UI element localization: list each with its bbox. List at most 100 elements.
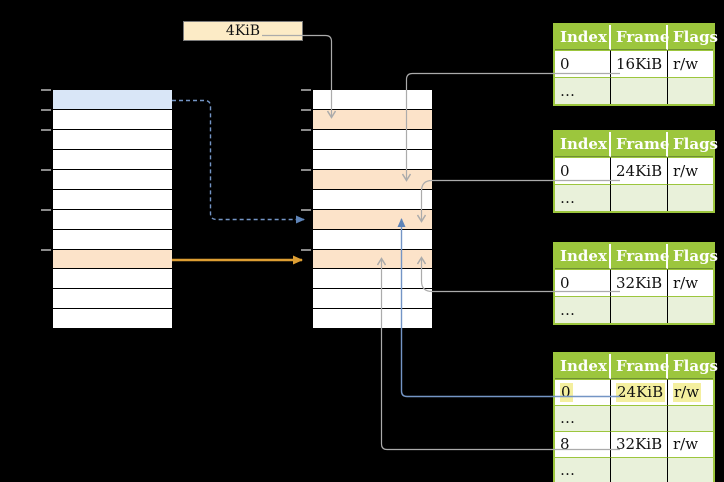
left-column-cell-9 xyxy=(53,269,172,290)
column-header-flags: Flags xyxy=(668,132,718,157)
frame-cell: 24KiB xyxy=(611,379,668,405)
left-column-cell-11 xyxy=(53,309,172,330)
address-tick xyxy=(41,208,51,211)
column-header-frame: Frame xyxy=(611,25,669,50)
index-cell: … xyxy=(555,405,611,431)
column-header-flags: Flags xyxy=(668,354,718,379)
table-header-row: Index Frame Flags xyxy=(555,244,718,269)
table-row: 0 32KiB r/w xyxy=(555,269,713,296)
frame-cell: 24KiB xyxy=(611,157,668,184)
column-header-index: Index xyxy=(555,132,611,157)
table-row-ellipsis: … xyxy=(555,296,713,323)
table-row-ellipsis: … xyxy=(555,77,713,104)
left-column-cell-7 xyxy=(53,229,172,250)
highlighted-value: 0 xyxy=(560,383,573,402)
flags-cell: r/w xyxy=(668,157,713,184)
table-header-row: Index Frame Flags xyxy=(555,354,718,379)
left-column-cell-0 xyxy=(53,90,172,110)
table-row-ellipsis: … xyxy=(555,405,713,431)
highlighted-value: 24KiB xyxy=(616,383,666,402)
highlighted-value: r/w xyxy=(673,383,702,402)
left-column-cell-6 xyxy=(53,209,172,230)
frame-cell: 16KiB xyxy=(611,50,668,77)
column-header-index: Index xyxy=(555,354,611,379)
flags-cell xyxy=(668,77,713,104)
size-label-text: 4KiB xyxy=(225,23,261,39)
address-tick xyxy=(41,168,51,171)
table-header-row: Index Frame Flags xyxy=(555,132,718,157)
flags-cell: r/w xyxy=(668,269,713,296)
left-column-cell-10 xyxy=(53,289,172,310)
address-tick xyxy=(301,248,311,251)
address-tick xyxy=(301,168,311,171)
table-row: 0 24KiB r/w xyxy=(555,157,713,184)
column-header-index: Index xyxy=(555,244,611,269)
left-column-cell-8 xyxy=(53,249,172,270)
index-cell: 0 xyxy=(555,269,611,296)
column-header-flags: Flags xyxy=(668,244,718,269)
flags-cell: r/w xyxy=(668,431,713,457)
address-tick xyxy=(41,108,51,111)
frame-cell xyxy=(611,457,668,482)
address-tick xyxy=(301,108,311,111)
middle-column-cell-10 xyxy=(313,289,432,310)
address-tick xyxy=(41,128,51,131)
table-row-ellipsis: … xyxy=(555,457,713,482)
index-cell: 0 xyxy=(555,157,611,184)
table-row-ellipsis: … xyxy=(555,184,713,211)
left-column-cell-4 xyxy=(53,169,172,190)
index-cell: 0 xyxy=(555,379,611,405)
middle-column-cell-1 xyxy=(313,109,432,130)
frame-cell xyxy=(611,184,668,211)
page-table-2: Index Frame Flags 0 24KiB r/w … xyxy=(553,130,718,213)
left-memory-column xyxy=(41,89,172,330)
flags-cell xyxy=(668,457,713,482)
frame-cell xyxy=(611,405,668,431)
size-label-box: 4KiB xyxy=(183,21,303,41)
column-header-index: Index xyxy=(555,25,611,50)
left-column-cell-3 xyxy=(53,149,172,170)
flags-cell: r/w xyxy=(668,379,713,405)
left-column-cell-1 xyxy=(53,109,172,130)
index-cell: … xyxy=(555,77,611,104)
flags-cell xyxy=(668,405,713,431)
index-cell: … xyxy=(555,296,611,323)
middle-column-cell-5 xyxy=(313,189,432,210)
index-cell: 8 xyxy=(555,431,611,457)
flags-cell xyxy=(668,184,713,211)
index-cell: 0 xyxy=(555,50,611,77)
middle-column-cell-6 xyxy=(313,209,432,230)
page-table-4: Index Frame Flags 0 24KiB r/w … 8 32KiB … xyxy=(553,352,718,482)
arrow-virtual-page-to-frame-24kib xyxy=(172,99,305,224)
address-tick xyxy=(301,128,311,131)
left-column-cell-2 xyxy=(53,129,172,150)
page-table-3: Index Frame Flags 0 32KiB r/w … xyxy=(553,242,718,325)
frame-cell: 32KiB xyxy=(611,269,668,296)
frame-cell xyxy=(611,77,668,104)
column-header-frame: Frame xyxy=(611,244,669,269)
middle-column-cell-0 xyxy=(313,90,432,110)
table-row-highlighted: 0 24KiB r/w xyxy=(555,379,713,405)
middle-column-cell-11 xyxy=(313,309,432,330)
middle-column-cell-9 xyxy=(313,269,432,290)
table-header-row: Index Frame Flags xyxy=(555,25,718,50)
address-tick xyxy=(41,89,51,91)
middle-column-cell-3 xyxy=(313,149,432,170)
frame-cell: 32KiB xyxy=(611,431,668,457)
flags-cell: r/w xyxy=(668,50,713,77)
address-tick xyxy=(41,248,51,251)
frame-cell xyxy=(611,296,668,323)
address-tick xyxy=(301,89,311,91)
middle-column-cell-4 xyxy=(313,169,432,190)
middle-memory-column xyxy=(301,89,432,330)
column-header-frame: Frame xyxy=(611,354,669,379)
column-header-frame: Frame xyxy=(611,132,669,157)
table-row: 0 16KiB r/w xyxy=(555,50,713,77)
flags-cell xyxy=(668,296,713,323)
column-header-flags: Flags xyxy=(668,25,718,50)
table-row: 8 32KiB r/w xyxy=(555,431,713,457)
middle-column-cell-7 xyxy=(313,229,432,250)
middle-column-cell-8 xyxy=(313,249,432,270)
page-table-1: Index Frame Flags 0 16KiB r/w … xyxy=(553,23,718,106)
left-column-cell-5 xyxy=(53,189,172,210)
